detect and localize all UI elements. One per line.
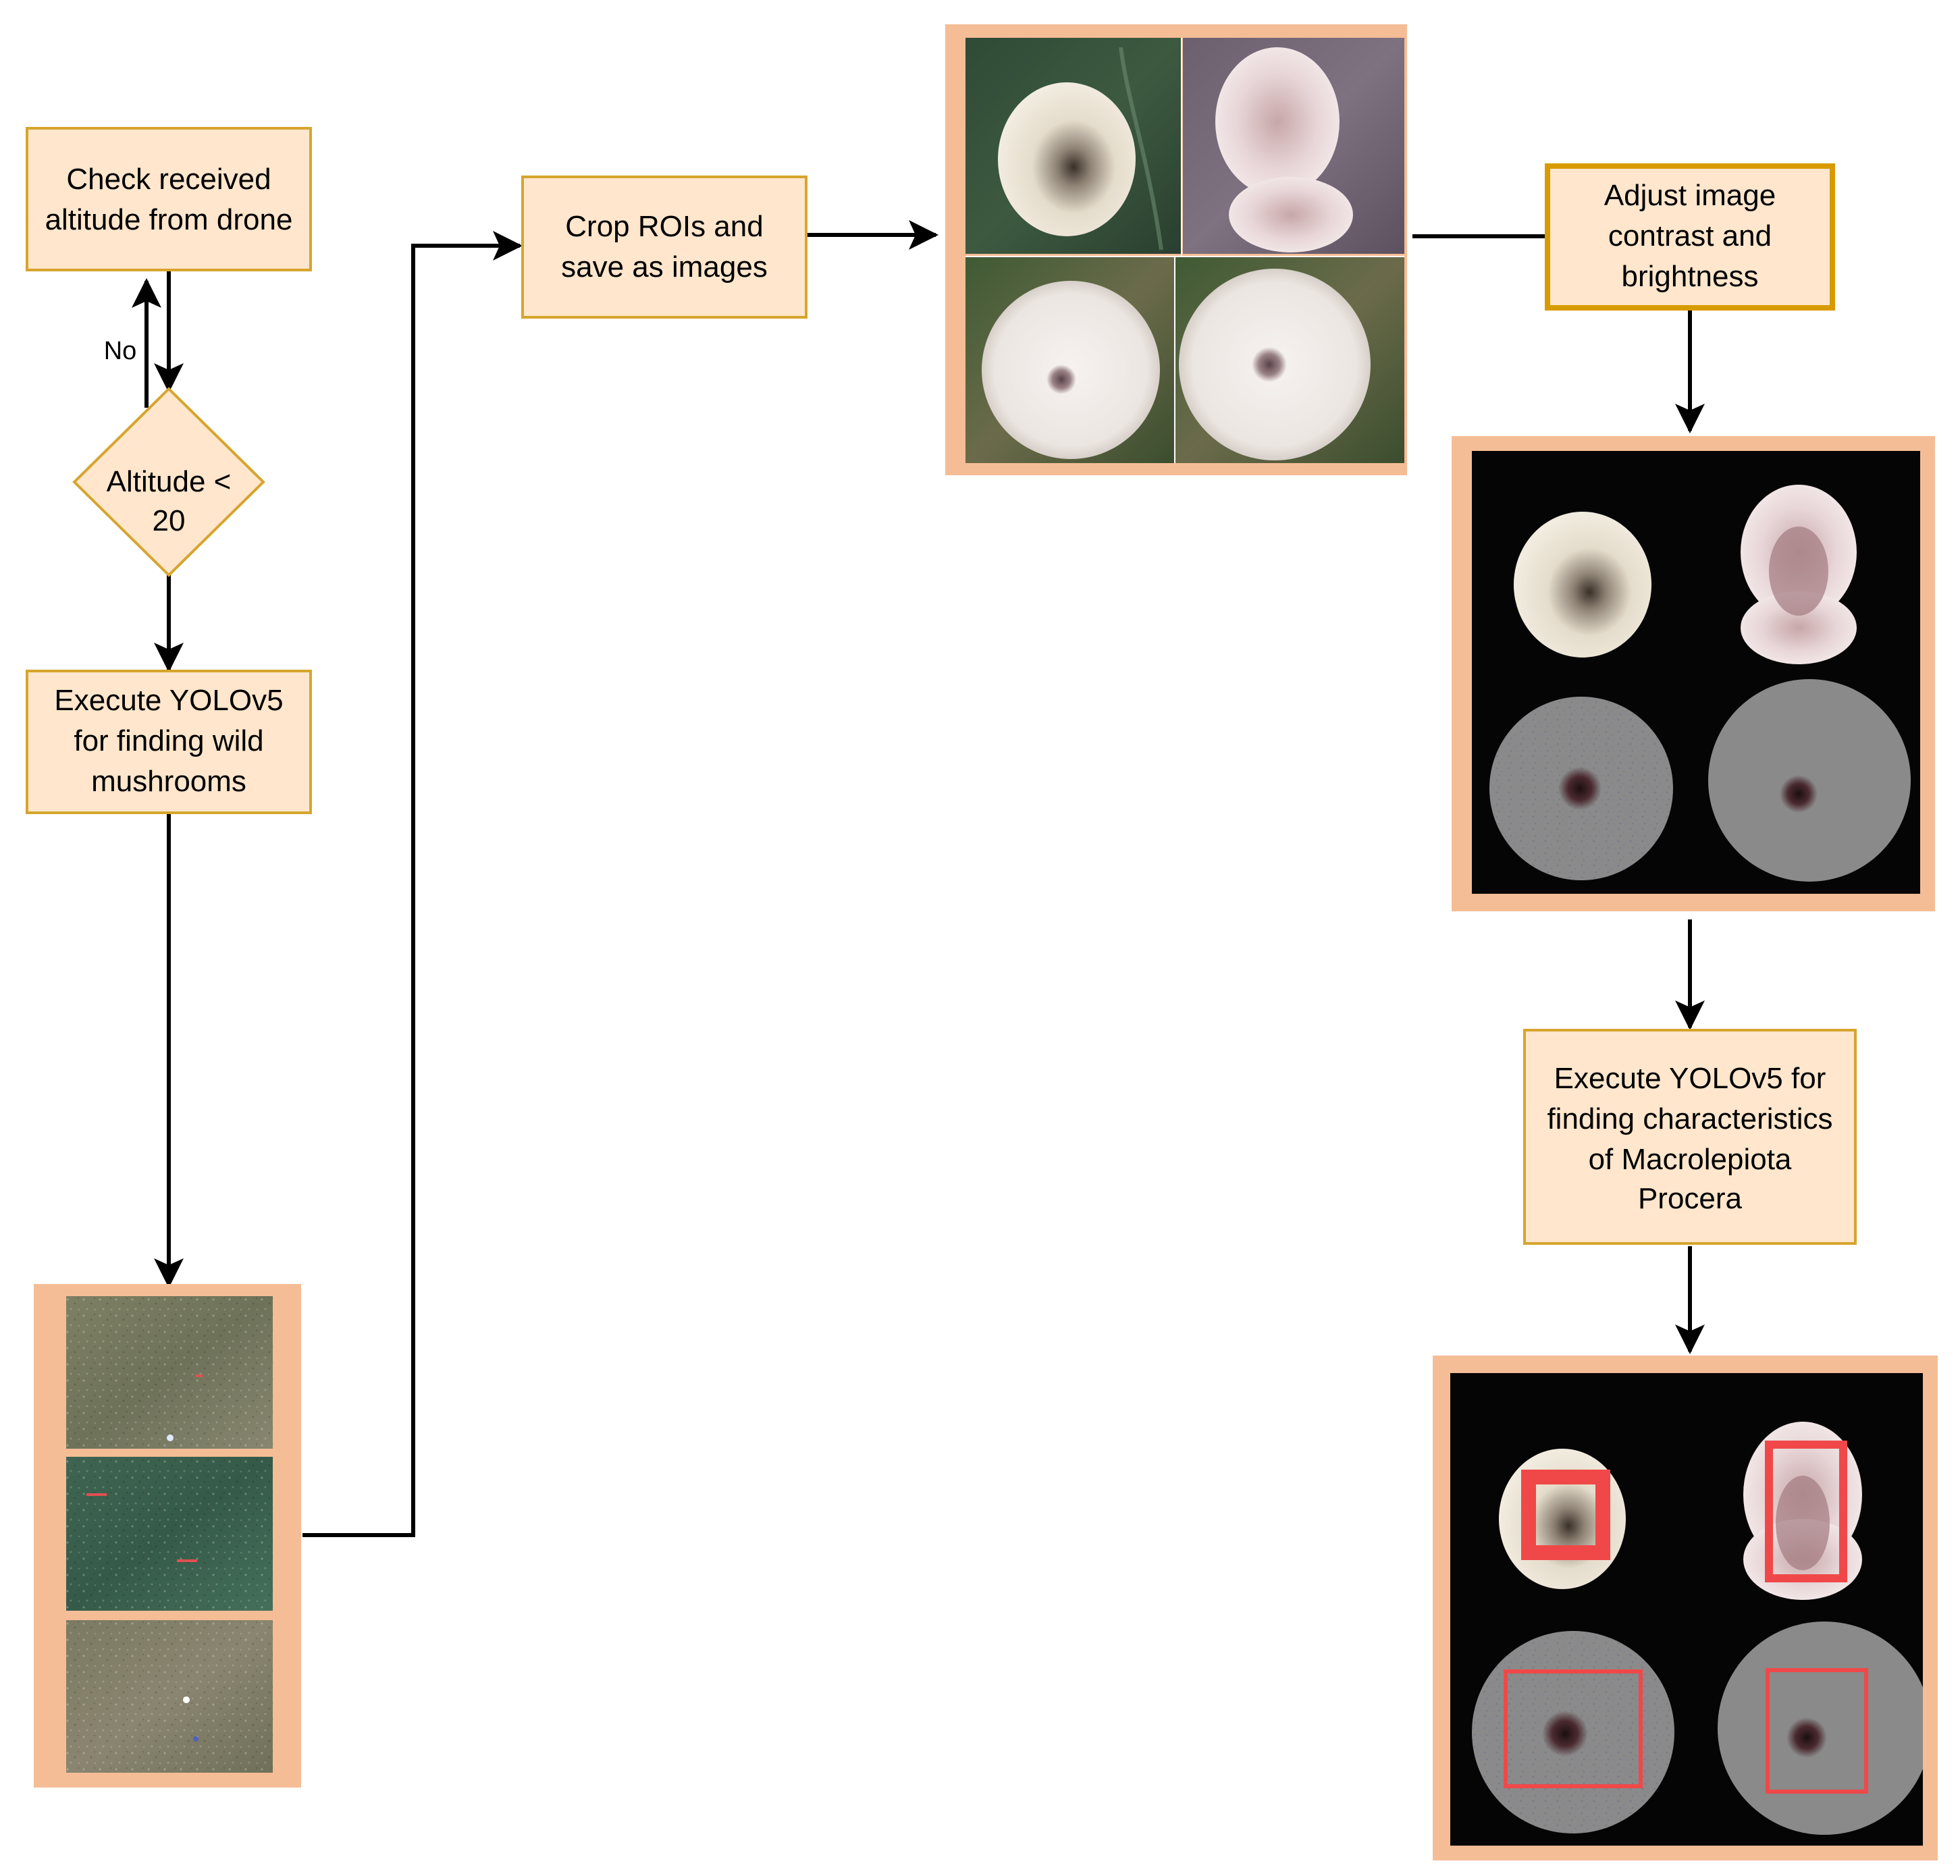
node-crop-line1: Crop ROIs and xyxy=(565,210,763,243)
drone-frames-panel xyxy=(34,1284,301,1788)
node-yolo-wild: Execute YOLOv5 for finding wild mushroom… xyxy=(26,670,312,814)
drone-frame-2 xyxy=(66,1457,273,1611)
node-decision-line1: Altitude < xyxy=(107,465,232,498)
drone-frame-1 xyxy=(66,1296,273,1449)
node-yolo-characteristics: Execute YOLOv5 for finding characteristi… xyxy=(1523,1029,1857,1245)
enhanced-roi-1 xyxy=(1514,512,1651,658)
node-crop-rois: Crop ROIs and save as images xyxy=(521,176,807,319)
node-yolo-char-line3: of Macrolepiota xyxy=(1589,1143,1792,1176)
node-adjust-line3: brightness xyxy=(1621,260,1758,293)
node-check-altitude-line1: Check received xyxy=(66,163,271,196)
crop-roi-2 xyxy=(1183,38,1404,254)
enhanced-roi-2 xyxy=(1741,485,1857,664)
detected-roi-2 xyxy=(1743,1422,1862,1600)
node-yolo-wild-line2: for finding wild xyxy=(74,724,263,757)
node-yolo-char-line4: Procera xyxy=(1638,1182,1743,1215)
node-yolo-char-line2: finding characteristics xyxy=(1547,1102,1832,1135)
enhanced-roi-3 xyxy=(1489,697,1673,880)
edge-frames-to-crop xyxy=(302,231,523,1537)
detection-box-1 xyxy=(1521,1470,1610,1560)
node-yolo-char-line1: Execute YOLOv5 for xyxy=(1554,1062,1826,1095)
node-decision-altitude: Altitude < 20 xyxy=(72,387,265,577)
node-adjust-line1: Adjust image xyxy=(1604,179,1776,212)
node-yolo-wild-line3: mushrooms xyxy=(91,765,246,798)
crop-roi-3 xyxy=(965,257,1175,463)
edge-crop-to-rois xyxy=(803,220,938,250)
node-yolo-wild-line1: Execute YOLOv5 xyxy=(54,684,283,717)
enhanced-rois-panel xyxy=(1452,436,1935,911)
node-decision-line2: 20 xyxy=(153,504,186,537)
edge-label-no: No xyxy=(104,337,137,365)
detected-rois-panel xyxy=(1433,1356,1938,1860)
detected-roi-3 xyxy=(1472,1631,1674,1833)
node-check-altitude: Check received altitude from drone xyxy=(26,127,312,271)
crop-roi-4 xyxy=(1175,257,1404,463)
detection-box-3 xyxy=(1504,1669,1643,1788)
crop-roi-1 xyxy=(965,38,1182,254)
cropped-rois-panel xyxy=(945,24,1407,475)
drone-frame-3 xyxy=(66,1620,273,1773)
detection-box-4 xyxy=(1766,1668,1868,1794)
detected-roi-1 xyxy=(1499,1449,1626,1589)
detection-box-2 xyxy=(1765,1441,1847,1582)
node-crop-line2: save as images xyxy=(561,250,768,284)
enhanced-roi-4 xyxy=(1708,679,1911,882)
detected-roi-4 xyxy=(1718,1622,1923,1835)
node-adjust-image: Adjust image contrast and brightness xyxy=(1545,163,1835,311)
node-check-altitude-line2: altitude from drone xyxy=(45,203,293,236)
node-adjust-line2: contrast and xyxy=(1608,219,1772,252)
